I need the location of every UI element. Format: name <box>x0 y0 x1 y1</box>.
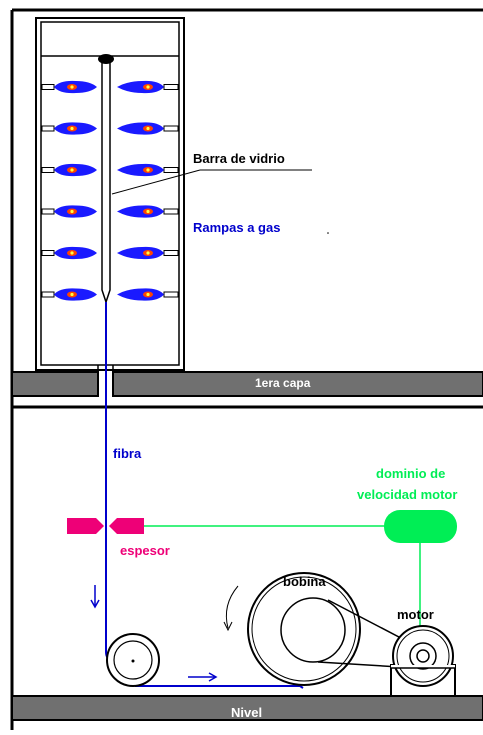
rod-holder <box>98 54 114 64</box>
gas-burner-left-6 <box>41 288 97 301</box>
glass-rod <box>101 62 111 305</box>
coil-outer <box>247 572 361 686</box>
gas-burner-right-5 <box>117 246 179 260</box>
glass-rod-leader-line <box>111 169 201 195</box>
first-layer-label: 1era capa <box>255 376 311 390</box>
gas-burner-left-3 <box>41 163 97 177</box>
furnace-outer-wall <box>35 17 185 371</box>
fiber-label: fibra <box>113 446 142 461</box>
glass-rod-label: Barra de vidrio <box>193 151 285 166</box>
motor-speed-label-line1: dominio de <box>376 466 446 481</box>
level-platform <box>11 695 483 721</box>
gas-burner-left-1 <box>41 80 97 94</box>
gas-burner-left-2 <box>41 122 97 135</box>
thickness-gauge-left <box>67 518 104 534</box>
gas-burner-right-4 <box>117 205 179 218</box>
first-layer-platform-right <box>112 371 483 397</box>
thickness-label: espesor <box>120 543 170 558</box>
motor-speed-controller <box>384 510 457 543</box>
motor-label: motor <box>397 607 434 622</box>
motor-speed-label-line2: velocidad motor <box>357 487 458 502</box>
gas-burner-right-1 <box>117 80 179 94</box>
first-layer-platform-left <box>11 371 99 397</box>
fiber-line <box>105 302 115 661</box>
motor-shaft <box>416 649 430 663</box>
burners-right <box>117 80 179 301</box>
rotation-arrow <box>225 585 239 629</box>
burners-left <box>41 80 97 301</box>
furnace-inner-wall <box>40 21 180 366</box>
gas-burner-right-6 <box>117 288 179 301</box>
gas-burner-left-5 <box>41 246 97 260</box>
gas-burner-left-4 <box>41 205 97 218</box>
gas-ramps-label: Rampas a gas <box>193 220 281 235</box>
coil-hub <box>280 597 346 663</box>
motor-pulley <box>409 642 437 670</box>
gas-burner-right-2 <box>117 122 179 135</box>
coil-label: bobina <box>283 574 326 589</box>
thickness-gauge-right <box>109 518 144 534</box>
level-label: Nivel <box>231 705 263 720</box>
gas-burner-right-3 <box>117 163 179 177</box>
